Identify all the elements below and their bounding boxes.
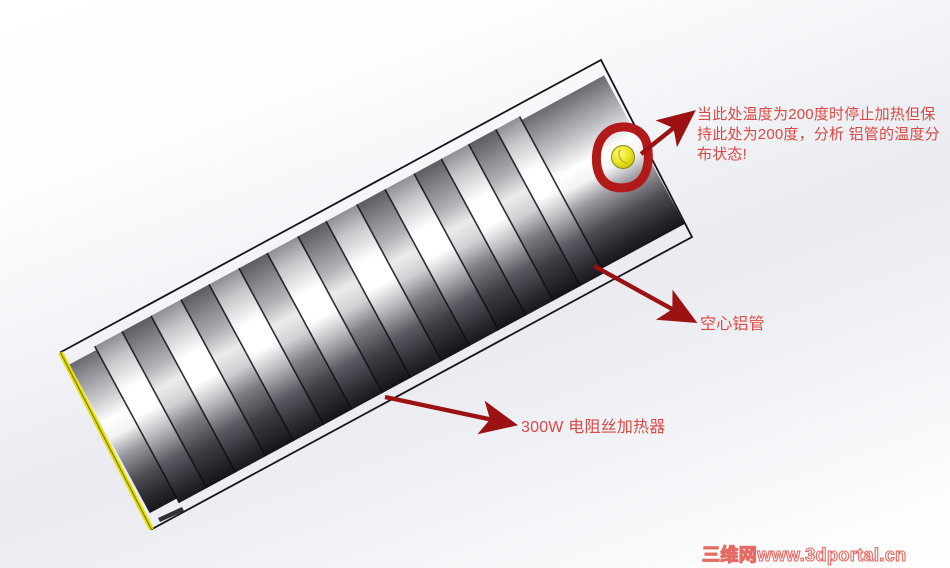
- arrow-to-sensor: [639, 110, 696, 156]
- heater-coil[interactable]: [93, 116, 605, 504]
- sensor-point-shine: [618, 149, 628, 164]
- selected-edge-outline: [59, 352, 153, 530]
- coil-gap-group: [94, 116, 605, 503]
- sensor-point-group[interactable]: [591, 122, 653, 193]
- annotation-text-temperature-condition: 当此处温度为200度时停止加热但保持此处为200度，分析 铝管的温度分布状态!: [697, 106, 940, 163]
- annotation-text-heater: 300W 电阻丝加热器: [521, 419, 666, 436]
- site-watermark: 三维网www.3dportal.cn: [701, 544, 907, 565]
- arrow-to-heater: [384, 394, 519, 435]
- coil-band-group: [121, 129, 581, 489]
- coil-seam-group: [93, 116, 605, 504]
- sensor-highlight-circle: [591, 122, 653, 193]
- arrow-to-tube: [592, 264, 698, 323]
- tube-assembly[interactable]: [58, 58, 694, 531]
- tube-notch-detail: [158, 507, 184, 522]
- sensor-point[interactable]: [611, 145, 635, 169]
- annotation-text-hollow-aluminum-tube: 空心铝管: [700, 316, 765, 333]
- annotation-arrows: [384, 110, 698, 435]
